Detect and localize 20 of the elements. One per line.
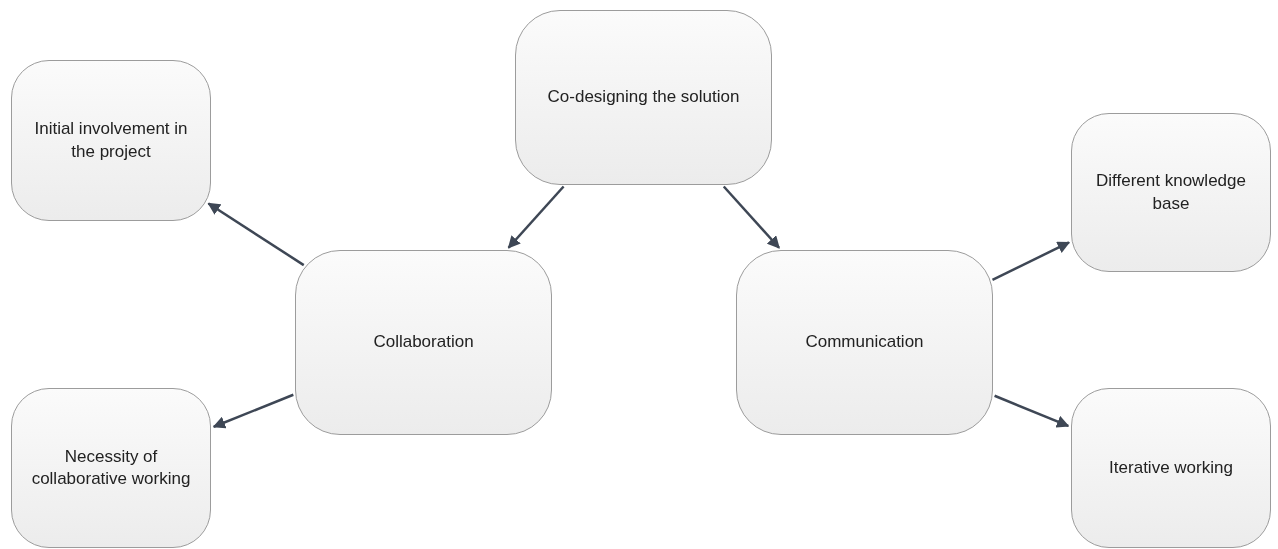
arrow <box>212 393 294 429</box>
rounded-box <box>1071 388 1271 548</box>
rounded-box <box>1071 113 1271 272</box>
rounded-box <box>295 250 552 435</box>
box-label: Collaboration <box>373 331 474 354</box>
box-label: Necessity of collaborative working <box>30 445 192 490</box>
arrow <box>722 185 780 249</box>
arrow <box>507 185 565 249</box>
rounded-box <box>736 250 993 435</box>
rounded-box <box>11 60 211 221</box>
box-label: Co-designing the solution <box>547 86 740 109</box>
box-label: Initial involvement in the project <box>33 118 189 163</box>
box-label: Different knowledge base <box>1095 170 1247 215</box>
arrow <box>207 202 305 267</box>
rounded-box <box>515 10 772 185</box>
box-label: Communication <box>805 331 924 354</box>
rounded-box <box>11 388 211 548</box>
box-label: Iterative working <box>1109 456 1233 479</box>
arrow <box>991 241 1071 281</box>
arrow <box>994 394 1070 428</box>
